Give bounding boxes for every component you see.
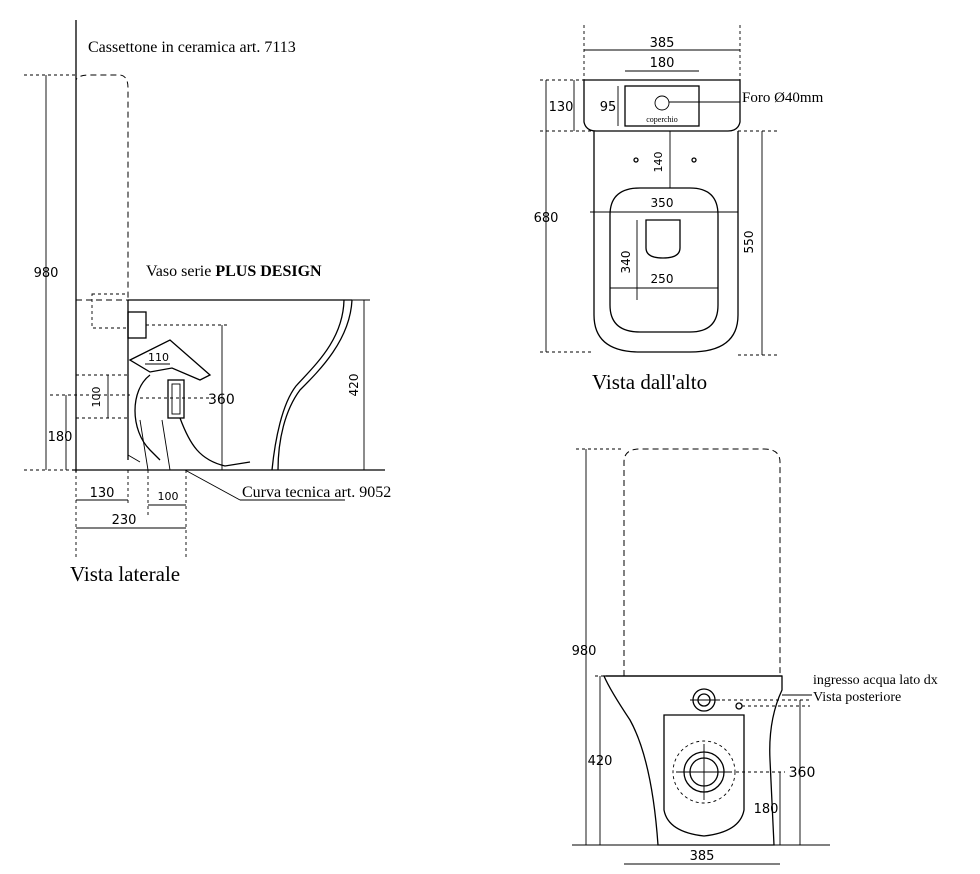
- side-bowl-height: 420: [347, 374, 361, 397]
- top-inner-width: 250: [651, 272, 674, 286]
- lid-label: coperchio: [646, 115, 678, 124]
- top-seat-width: 350: [651, 196, 674, 210]
- bowl-label-bold: PLUS DESIGN: [215, 263, 322, 280]
- top-hole-spacing: 140: [652, 152, 665, 173]
- top-seat: [609, 187, 719, 333]
- cistern-outline: [75, 74, 129, 300]
- top-seat-depth: 340: [619, 251, 633, 274]
- side-pipe-height: 180: [48, 430, 73, 445]
- top-view: coperchio Foro Ø40mm 385 180 130 95 140 …: [534, 25, 824, 394]
- side-pipe-size: 100: [90, 387, 103, 408]
- side-inlet-height: 360: [208, 392, 235, 408]
- rear-total-height: 980: [572, 644, 597, 659]
- side-view-title: Vista laterale: [70, 562, 180, 586]
- top-lid-width: 180: [650, 56, 675, 71]
- rear-outlet-height: 180: [754, 802, 779, 817]
- rear-bowl: [603, 675, 783, 846]
- top-bowl-depth: 550: [742, 231, 756, 254]
- top-total-depth: 680: [534, 211, 559, 226]
- top-lid-depth: 95: [600, 100, 617, 115]
- cistern-label: Cassettone in ceramica art. 7113: [88, 39, 296, 56]
- side-bend-offset: 230: [112, 513, 137, 528]
- side-view: 980 180 100 110 360 420 130 100 230 Cass…: [24, 20, 391, 586]
- rear-width: 385: [690, 849, 715, 864]
- bowl-label-prefix: Vaso serie: [146, 263, 215, 280]
- hole-label: Foro Ø40mm: [742, 90, 824, 106]
- rear-inlet-height: 360: [789, 765, 816, 781]
- top-view-title: Vista dall'alto: [592, 370, 707, 394]
- top-cistern: [583, 79, 741, 132]
- side-total-height: 980: [34, 266, 59, 281]
- bowl-label: Vaso serie PLUS DESIGN: [146, 263, 322, 280]
- water-inlet-label: ingresso acqua lato dx: [813, 673, 938, 688]
- top-cistern-depth: 130: [549, 100, 574, 115]
- side-bend-width: 100: [158, 490, 179, 503]
- rear-cistern: [623, 448, 781, 676]
- bend-label: Curva tecnica art. 9052: [242, 484, 391, 501]
- rear-view-title: Vista posteriore: [813, 690, 901, 705]
- bowl-profile: [277, 299, 353, 471]
- rear-bowl-height: 420: [588, 754, 613, 769]
- side-outlet: 110: [148, 351, 169, 364]
- top-cistern-width: 385: [650, 36, 675, 51]
- rear-view: 980 420 360 180 385 ingresso acqua lato …: [572, 448, 938, 865]
- top-bowl-outline: [593, 131, 739, 353]
- side-wall-offset: 130: [90, 486, 115, 501]
